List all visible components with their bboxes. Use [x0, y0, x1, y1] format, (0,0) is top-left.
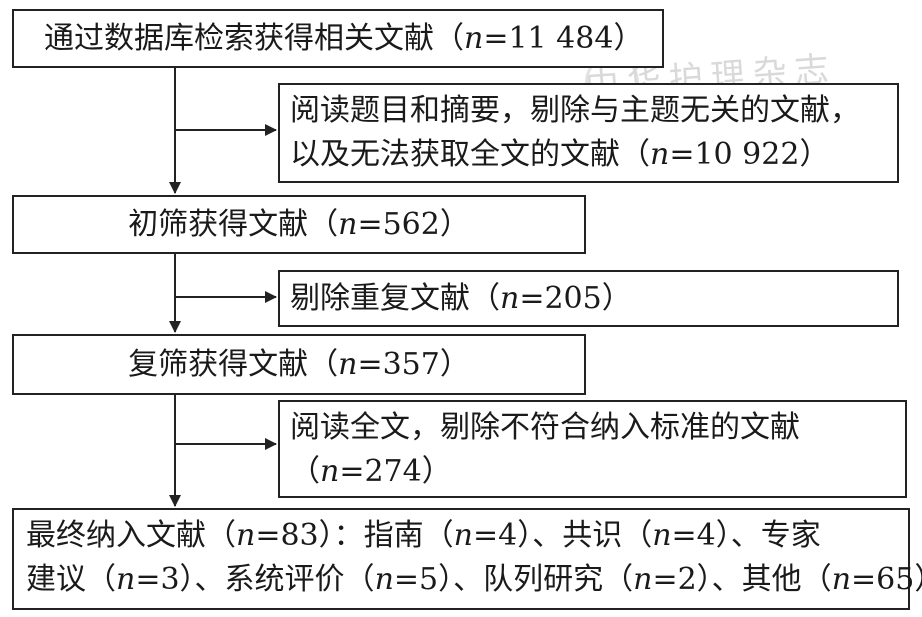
final-box-included: 最终纳入文献（n=83）：指南（n=4）、共识（n=4）、专家 建议（n=3）、… [12, 508, 922, 610]
step-box-rescreen: 复筛获得文献（n=357） [12, 334, 586, 395]
final-line-2: 建议（n=3）、系统评价（n=5）、队列研究（n=2）、其他（n=65） [26, 562, 922, 597]
exclusion-box-duplicates: 剔除重复文献（n=205） [278, 270, 899, 327]
final-line-1: 最终纳入文献（n=83）：指南（n=4）、共识（n=4）、专家 [26, 518, 821, 553]
exclusion-box-full-text: 阅读全文，剔除不符合纳入标准的文献 （n=274） [278, 400, 907, 498]
step-box-search: 通过数据库检索获得相关文献（n=11 484） [12, 9, 664, 68]
exclusion-box-title-abstract: 阅读题目和摘要，剔除与主题无关的文献， 以及无法获取全文的文献（n=10 922… [278, 83, 899, 183]
step-box-initial-screen: 初筛获得文献（n=562） [12, 195, 586, 254]
